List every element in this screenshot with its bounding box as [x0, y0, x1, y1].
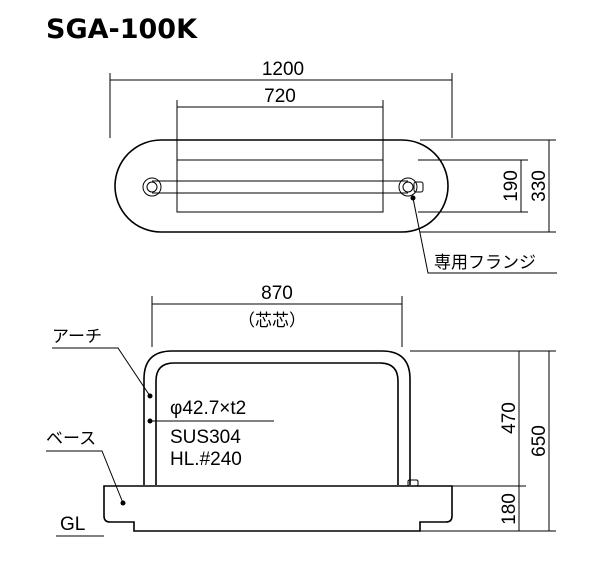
dim-text-720: 720: [264, 86, 296, 107]
dim-center-width: 870 （芯芯）: [151, 283, 403, 347]
ground-label: GL: [60, 514, 85, 535]
dim-rail-depth: 190: [418, 159, 528, 213]
right-post-inner: [402, 181, 414, 193]
base-recess-plan: [176, 159, 384, 213]
dim-text-180: 180: [499, 493, 520, 525]
elevation-view: 870 （芯芯） アーチ ベース GL φ42.7×t2 SUS304 HL.#…: [46, 283, 556, 537]
arch-outer: [143, 350, 411, 485]
arch-leader: [52, 347, 151, 397]
flange-label: 専用フランジ: [434, 253, 536, 273]
dim-text-330: 330: [529, 170, 550, 202]
arch-inner: [155, 362, 399, 485]
dim-text-650: 650: [529, 425, 550, 457]
left-post-inner: [146, 181, 158, 193]
product-title: SGA-100K: [46, 14, 198, 45]
dim-center-note: （芯芯）: [238, 311, 306, 331]
dim-text-470: 470: [499, 402, 520, 434]
dim-text-1200: 1200: [262, 59, 304, 80]
right-post-circle: [398, 177, 418, 197]
pipe-spec: φ42.7×t2: [170, 398, 246, 419]
flange-tab: [413, 181, 424, 193]
base-block: [103, 485, 453, 532]
dim-inner-width: 720: [176, 86, 384, 160]
base-label: ベース: [46, 429, 96, 449]
dim-text-870: 870: [261, 283, 293, 304]
dim-overall-depth: 330: [420, 139, 556, 233]
arch-leader-dot: [147, 393, 153, 399]
base-leader-dot: [120, 500, 126, 506]
dim-total-height: 650: [526, 350, 556, 531]
plan-view: 1200 720 190: [109, 59, 557, 274]
dim-arch-height: 470: [410, 350, 526, 487]
dim-overall-width: 1200: [109, 59, 453, 138]
arch-label: アーチ: [52, 327, 102, 347]
dim-text-190: 190: [501, 170, 522, 202]
material-spec: SUS304: [170, 427, 241, 448]
base-outline-plan: [114, 139, 449, 233]
dim-base-height: 180: [420, 486, 556, 532]
left-post-circle: [142, 177, 162, 197]
flange-leader-line: [412, 197, 557, 274]
finish-spec: HL.#240: [170, 449, 242, 470]
base-leader: [46, 450, 124, 504]
